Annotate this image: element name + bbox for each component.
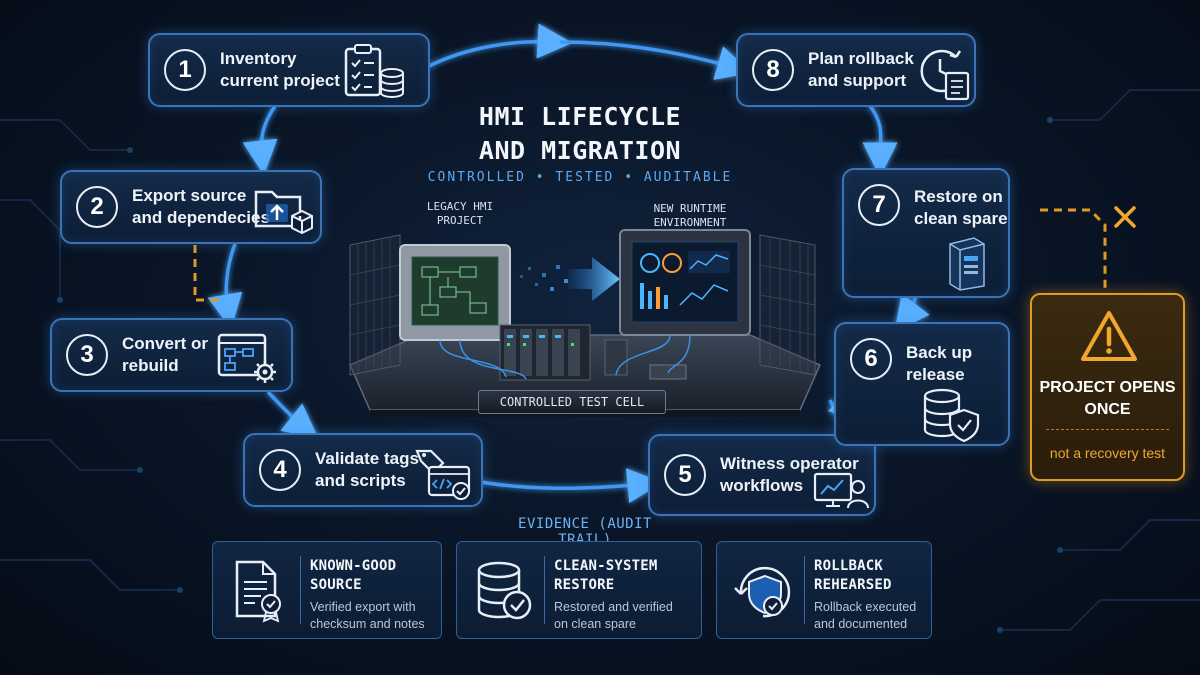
warning-triangle-icon: [1081, 311, 1137, 361]
test-cell-illustration: [349, 229, 821, 417]
database-shield-icon: [923, 388, 980, 443]
operator-monitor-icon: [813, 472, 869, 509]
step-number: 1: [164, 49, 206, 91]
new-runtime-label: NEW RUNTIME ENVIRONMENT: [653, 202, 727, 229]
step-6-backup[interactable]: 6 Back up release: [834, 322, 1010, 446]
step-number: 8: [752, 49, 794, 91]
step-1-inventory[interactable]: 1 Inventory current project: [148, 33, 430, 107]
evidence-card-known-good-source[interactable]: KNOWN-GOOD SOURCE Verified export with c…: [212, 541, 442, 639]
evidence-divider: [544, 556, 545, 624]
evidence-divider: [804, 556, 805, 624]
legacy-hmi-label: LEGACY HMI PROJECT: [426, 200, 494, 227]
warning-note: not a recovery test: [1049, 445, 1166, 461]
step-number: 7: [858, 184, 900, 226]
database-check-icon: [477, 561, 532, 620]
diagram-title: HMI LIFECYCLE AND MIGRATION: [478, 102, 682, 165]
test-cell-plate: CONTROLLED TEST CELL: [478, 390, 666, 414]
diagram-subtitle: CONTROLLED • TESTED • AUDITABLE: [427, 170, 733, 185]
step-4-validate[interactable]: 4 Validate tags and scripts: [243, 433, 483, 507]
evidence-description: Restored and verified on clean spare: [554, 600, 673, 631]
evidence-title: KNOWN-GOOD SOURCE: [310, 558, 397, 593]
warning-panel: PROJECT OPENS ONCE not a recovery test: [1030, 293, 1185, 481]
step-label: Inventory current project: [220, 49, 340, 90]
evidence-title: CLEAN-SYSTEM RESTORE: [554, 558, 658, 593]
clock-document-icon: [920, 49, 970, 101]
step-label: Validate tags and scripts: [315, 449, 419, 490]
step-label: Plan rollback and support: [808, 49, 914, 90]
folder-export-icon: [254, 190, 313, 235]
evidence-divider: [300, 556, 301, 624]
step-label: Restore on clean spare: [914, 187, 1008, 228]
step-label: Back up release: [906, 343, 973, 384]
step-number: 5: [664, 454, 706, 496]
x-mark-icon: [1114, 206, 1136, 228]
step-5-witness[interactable]: 5 Witness operator workflows: [648, 434, 876, 516]
step-number: 2: [76, 186, 118, 228]
evidence-card-clean-system-restore[interactable]: CLEAN-SYSTEM RESTORE Restored and verifi…: [456, 541, 702, 639]
step-number: 6: [850, 338, 892, 380]
document-certified-icon: [235, 560, 281, 623]
evidence-description: Verified export with checksum and notes: [310, 600, 425, 631]
step-3-convert[interactable]: 3 Convert or rebuild: [50, 318, 293, 392]
step-number: 3: [66, 334, 108, 376]
step-label: Witness operator workflows: [720, 454, 859, 495]
evidence-card-rollback-rehearsed[interactable]: ROLLBACK REHEARSED Rollback executed and…: [716, 541, 932, 639]
warning-divider: [1046, 429, 1169, 430]
step-label: Convert or rebuild: [122, 334, 208, 375]
shield-rollback-icon: [734, 566, 791, 618]
step-label: Export source and dependecies: [132, 186, 270, 227]
step-8-rollback-plan[interactable]: 8 Plan rollback and support: [736, 33, 976, 107]
step-7-restore[interactable]: 7 Restore on clean spare: [842, 168, 1010, 298]
flowchart-settings-icon: [217, 333, 276, 383]
clipboard-database-icon: [344, 44, 404, 98]
evidence-title: ROLLBACK REHEARSED: [814, 558, 892, 593]
step-2-export[interactable]: 2 Export source and dependecies: [60, 170, 322, 244]
tag-code-check-icon: [415, 449, 471, 500]
evidence-description: Rollback executed and documented: [814, 600, 917, 631]
warning-title: PROJECT OPENS ONCE: [1039, 379, 1176, 418]
step-number: 4: [259, 449, 301, 491]
spare-server-icon: [949, 237, 985, 291]
